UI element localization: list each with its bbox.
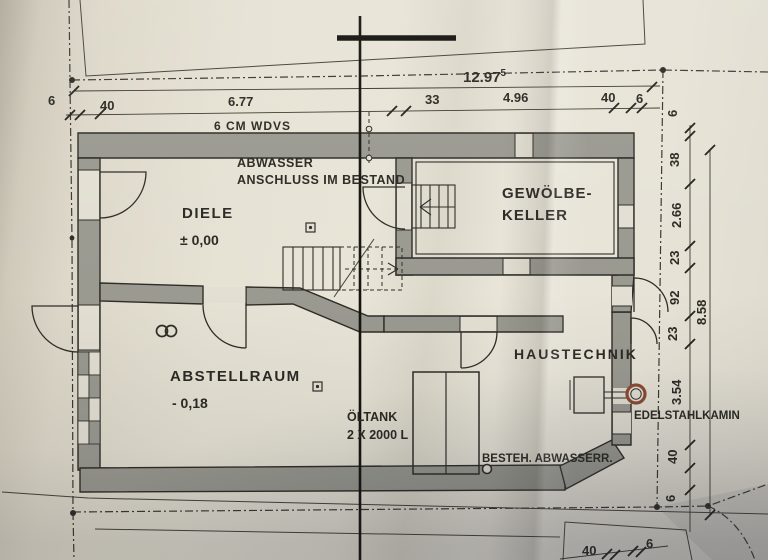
oil-tanks	[412, 371, 480, 475]
room-label-gewoelbekeller-2: KELLER	[502, 207, 568, 224]
dim-right-38: 38	[667, 153, 682, 167]
doors	[31, 171, 669, 369]
dim-right-overall: 8.58	[694, 300, 709, 325]
dim-right-354: 3.54	[669, 379, 684, 405]
gewoelbekeller-interior	[411, 161, 615, 255]
abwasser-point	[481, 463, 493, 475]
shadow-area	[657, 484, 768, 560]
abwasser-note-2: ANSCHLUSS IM BESTAND	[237, 173, 405, 187]
edelstahlkamin-note: EDELSTAHLKAMIN	[634, 410, 740, 422]
room-label-gewoelbekeller-1: GEWÖLBE-	[502, 185, 593, 202]
wdvs-label: 6 CM WDVS	[214, 119, 291, 133]
dim-right-6a: 6	[665, 110, 680, 117]
dim-top-overall: 12.975	[463, 68, 507, 86]
heater	[573, 376, 605, 414]
drain-symbol	[155, 324, 169, 338]
dimension-bottom: 40 6	[559, 536, 669, 560]
abwasser-note-1: ABWASSER	[237, 156, 313, 170]
dim-right-23a: 23	[667, 251, 682, 265]
masonry-pier	[77, 351, 101, 445]
dim-right-266: 2.66	[669, 203, 684, 228]
dim-top-6b: 6	[636, 91, 643, 106]
dim-right-92: 92	[667, 291, 682, 305]
dim-bottom-40: 40	[582, 543, 596, 558]
room-level-abstellraum: - 0,18	[172, 395, 208, 411]
room-label-abstellraum: ABSTELLRAUM	[170, 368, 301, 385]
dim-top-6a: 6	[48, 93, 55, 108]
section-line	[337, 16, 456, 560]
dimension-chain-right: 6 38 2.66 23 92 23 3.54 40 6 8.58	[663, 110, 716, 532]
dim-bottom-6: 6	[646, 536, 653, 551]
property-boundary-lines	[68, 0, 768, 560]
room-label-haustechnik: HAUSTECHNIK	[514, 346, 638, 362]
walls	[77, 132, 635, 493]
dimension-chain-top: 12.975 6 40 6.77 33 4.96 40 6 6 CM WDVS	[48, 68, 661, 133]
oeltank-note-1: ÖLTANK	[347, 409, 397, 424]
dim-top-33: 33	[425, 92, 439, 107]
dim-right-23b: 23	[665, 327, 680, 341]
oeltank-note-2: 2 X 2000 L	[347, 428, 409, 442]
room-level-diele: ± 0,00	[180, 232, 219, 248]
heater-and-chimney	[569, 376, 647, 414]
dim-top-40a: 40	[100, 98, 114, 113]
dim-right-6b: 6	[663, 495, 678, 502]
wall-openings	[78, 133, 634, 435]
labels: DIELE ± 0,00 GEWÖLBE- KELLER ABSTELLRAUM…	[170, 156, 740, 465]
room-label-diele: DIELE	[182, 205, 234, 222]
besteh-abwasser-note: BESTEH. ABWASSERR.	[482, 453, 613, 465]
dim-top-40b: 40	[601, 90, 615, 105]
plan-symbols	[155, 222, 493, 475]
dim-right-40: 40	[665, 450, 680, 464]
dim-top-677: 6.77	[228, 94, 253, 109]
middle-staircase	[282, 238, 403, 298]
drain-symbol	[164, 324, 178, 338]
dim-top-496: 4.96	[503, 90, 528, 105]
